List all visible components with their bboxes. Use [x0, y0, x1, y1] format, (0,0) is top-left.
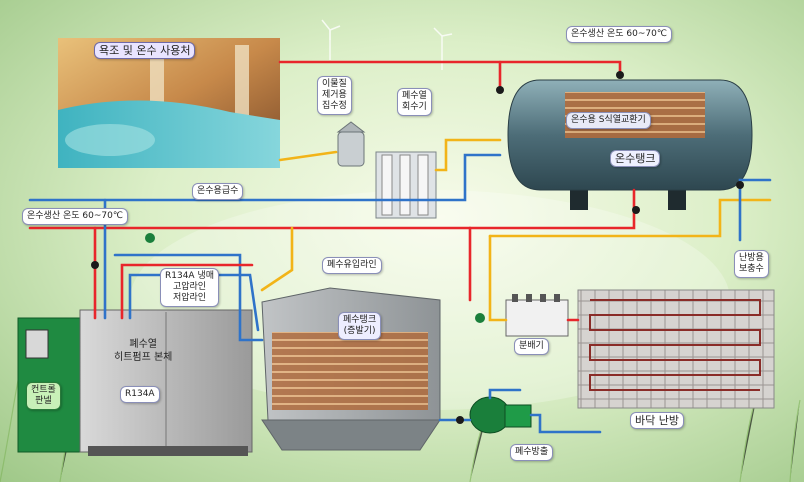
control-label-line1: 컨트롤 — [31, 385, 56, 395]
refrigerant-label-line1: R134A 냉매 — [165, 271, 215, 281]
exchanger-label: 온수용 S식열교환기 — [566, 112, 651, 129]
tank-label-text: 온수탱크 — [615, 152, 656, 165]
discharge-label: 폐수방출 — [510, 444, 554, 461]
refrigerant-label: R134A 냉매 고압라인 저압라인 — [160, 268, 220, 307]
heating-makeup-line1: 난방용 — [739, 253, 764, 263]
r134a-label-text: R134A — [125, 389, 155, 399]
recovery-label-line2: 회수기 — [402, 102, 427, 112]
tank-label: 온수탱크 — [610, 150, 661, 167]
filter-label: 이물질 제거용 집수정 — [317, 76, 352, 115]
filter-tank — [336, 121, 366, 167]
pipes — [28, 60, 772, 434]
distributor-label: 분배기 — [514, 338, 549, 355]
recovery-label-line1: 폐수열 — [402, 91, 427, 101]
r134a-label: R134A — [120, 386, 160, 403]
heat-pump-unit — [17, 309, 253, 456]
floor-label-text: 바닥 난방 — [635, 414, 679, 427]
bath-photo — [58, 38, 280, 168]
exchanger-label-text: 온수용 S식열교환기 — [571, 115, 646, 125]
hot-water-tank — [507, 79, 753, 210]
temp-top-label-text: 온수생산 온도 60~70℃ — [571, 29, 667, 39]
filter-label-line1: 이물질 — [322, 79, 347, 89]
bath-label: 욕조 및 온수 사용처 — [94, 42, 196, 59]
refrigerant-label-line2: 고압라인 — [172, 282, 207, 292]
distributor-label-text: 분배기 — [519, 341, 544, 351]
bath-label-text: 욕조 및 온수 사용처 — [99, 44, 191, 57]
heatpump-label-line1: 폐수열 — [129, 339, 157, 350]
control-label-line2: 판넬 — [35, 396, 52, 406]
inflow-label-text: 폐수유입라인 — [327, 260, 377, 270]
valve-icons — [91, 71, 744, 424]
temp-left-label-text: 온수생산 온도 60~70℃ — [27, 211, 123, 221]
floor-heating-panel — [577, 289, 775, 409]
supply-label: 온수용급수 — [192, 183, 244, 200]
heating-makeup-label: 난방용 보충수 — [734, 250, 769, 278]
heatpump-label: 폐수열 히트펌프 본체 — [110, 336, 176, 366]
heating-makeup-line2: 보충수 — [739, 264, 764, 274]
waste-tank-line2: (증발기) — [343, 326, 376, 336]
distributor-unit — [505, 294, 569, 337]
heat-recovery-unit — [375, 151, 437, 219]
temp-top-label: 온수생산 온도 60~70℃ — [566, 26, 672, 43]
recovery-label: 폐수열 회수기 — [397, 88, 432, 116]
floor-label: 바닥 난방 — [630, 412, 684, 429]
waste-water-tank — [261, 287, 441, 451]
heatpump-label-line2: 히트펌프 본체 — [114, 352, 173, 363]
temp-left-label: 온수생산 온도 60~70℃ — [22, 208, 128, 225]
control-panel-label: 컨트롤 판넬 — [26, 382, 61, 410]
filter-label-line3: 집수정 — [322, 101, 347, 111]
wind-turbine-icons — [321, 19, 453, 70]
waste-tank-label: 폐수탱크 (증발기) — [338, 312, 382, 340]
discharge-label-text: 폐수방출 — [515, 447, 549, 457]
filter-label-line2: 제거용 — [322, 90, 347, 100]
waste-tank-line1: 폐수탱크 — [343, 315, 377, 325]
supply-label-text: 온수용급수 — [197, 186, 239, 196]
refrigerant-label-line3: 저압라인 — [172, 293, 207, 303]
inflow-label: 폐수유입라인 — [322, 257, 382, 274]
